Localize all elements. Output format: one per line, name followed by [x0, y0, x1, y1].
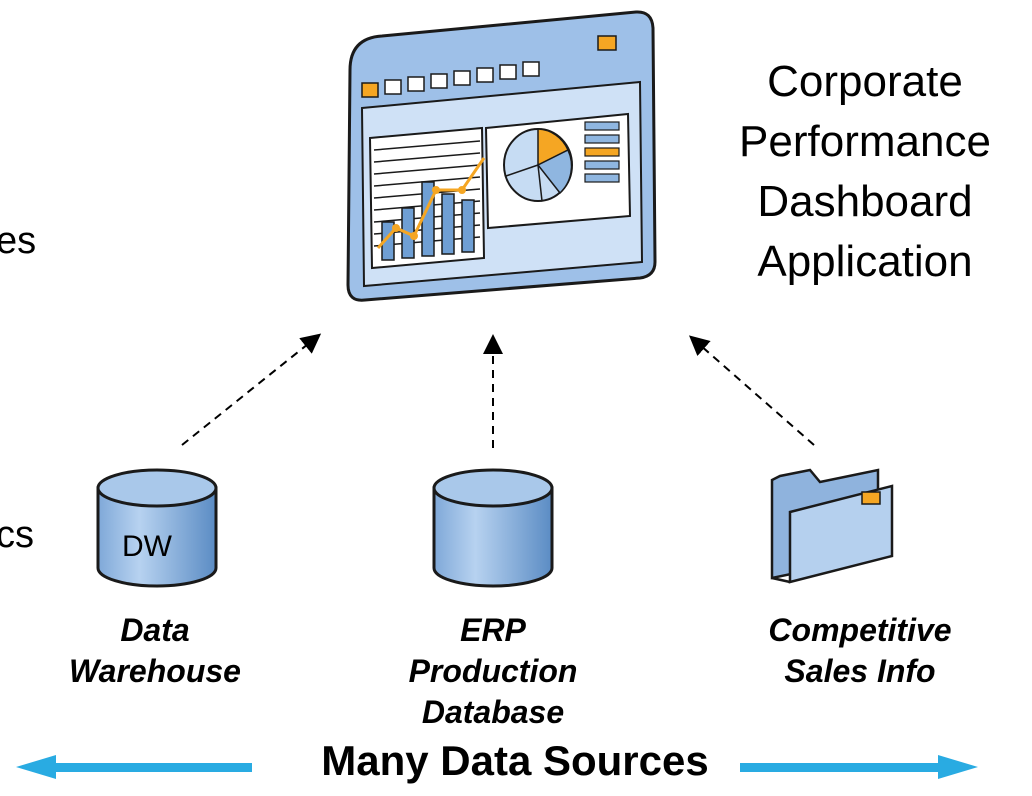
dw-icon-label: DW: [122, 530, 172, 563]
dashboard-title: Corporate Performance Dashboard Applicat…: [700, 52, 1030, 292]
source-label-data-warehouse: Data Warehouse: [40, 610, 270, 692]
footer-left-arrow: [16, 755, 252, 779]
source-label-line: Production: [408, 653, 578, 689]
arrow-dw-to-dashboard: [181, 333, 322, 446]
source-label-competitive-sales: Competitive Sales Info: [735, 610, 985, 692]
source-label-line: Competitive: [768, 612, 952, 648]
footer-label: Many Data Sources: [321, 737, 709, 784]
dashboard-window-icon: [346, 10, 657, 302]
source-label-line: ERP: [460, 612, 526, 648]
partial-text-line-1: es: [0, 220, 37, 262]
dashboard-title-line: Performance: [739, 117, 991, 166]
source-label-line: Data: [120, 612, 190, 648]
source-label-line: Sales Info: [784, 653, 936, 689]
source-label-line: Database: [421, 694, 565, 730]
mini-bar-chart: [376, 157, 486, 261]
source-label-line: Warehouse: [69, 653, 241, 689]
arrow-sales-to-dashboard: [688, 335, 815, 446]
pie-chart-panel: [484, 112, 632, 230]
dashboard-title-line: Application: [757, 237, 973, 286]
dashboard-title-line: Dashboard: [757, 177, 973, 226]
window-tab-buttons: [361, 35, 617, 98]
dashboard-title-line: Corporate: [767, 57, 963, 106]
database-cylinder-icon: [96, 468, 218, 588]
partial-text-line-2: cs: [0, 514, 34, 556]
footer-right-arrow: [740, 755, 978, 779]
source-label-erp: ERP Production Database: [378, 610, 608, 733]
folder-icon: [770, 468, 894, 584]
database-cylinder-icon: [432, 468, 554, 588]
